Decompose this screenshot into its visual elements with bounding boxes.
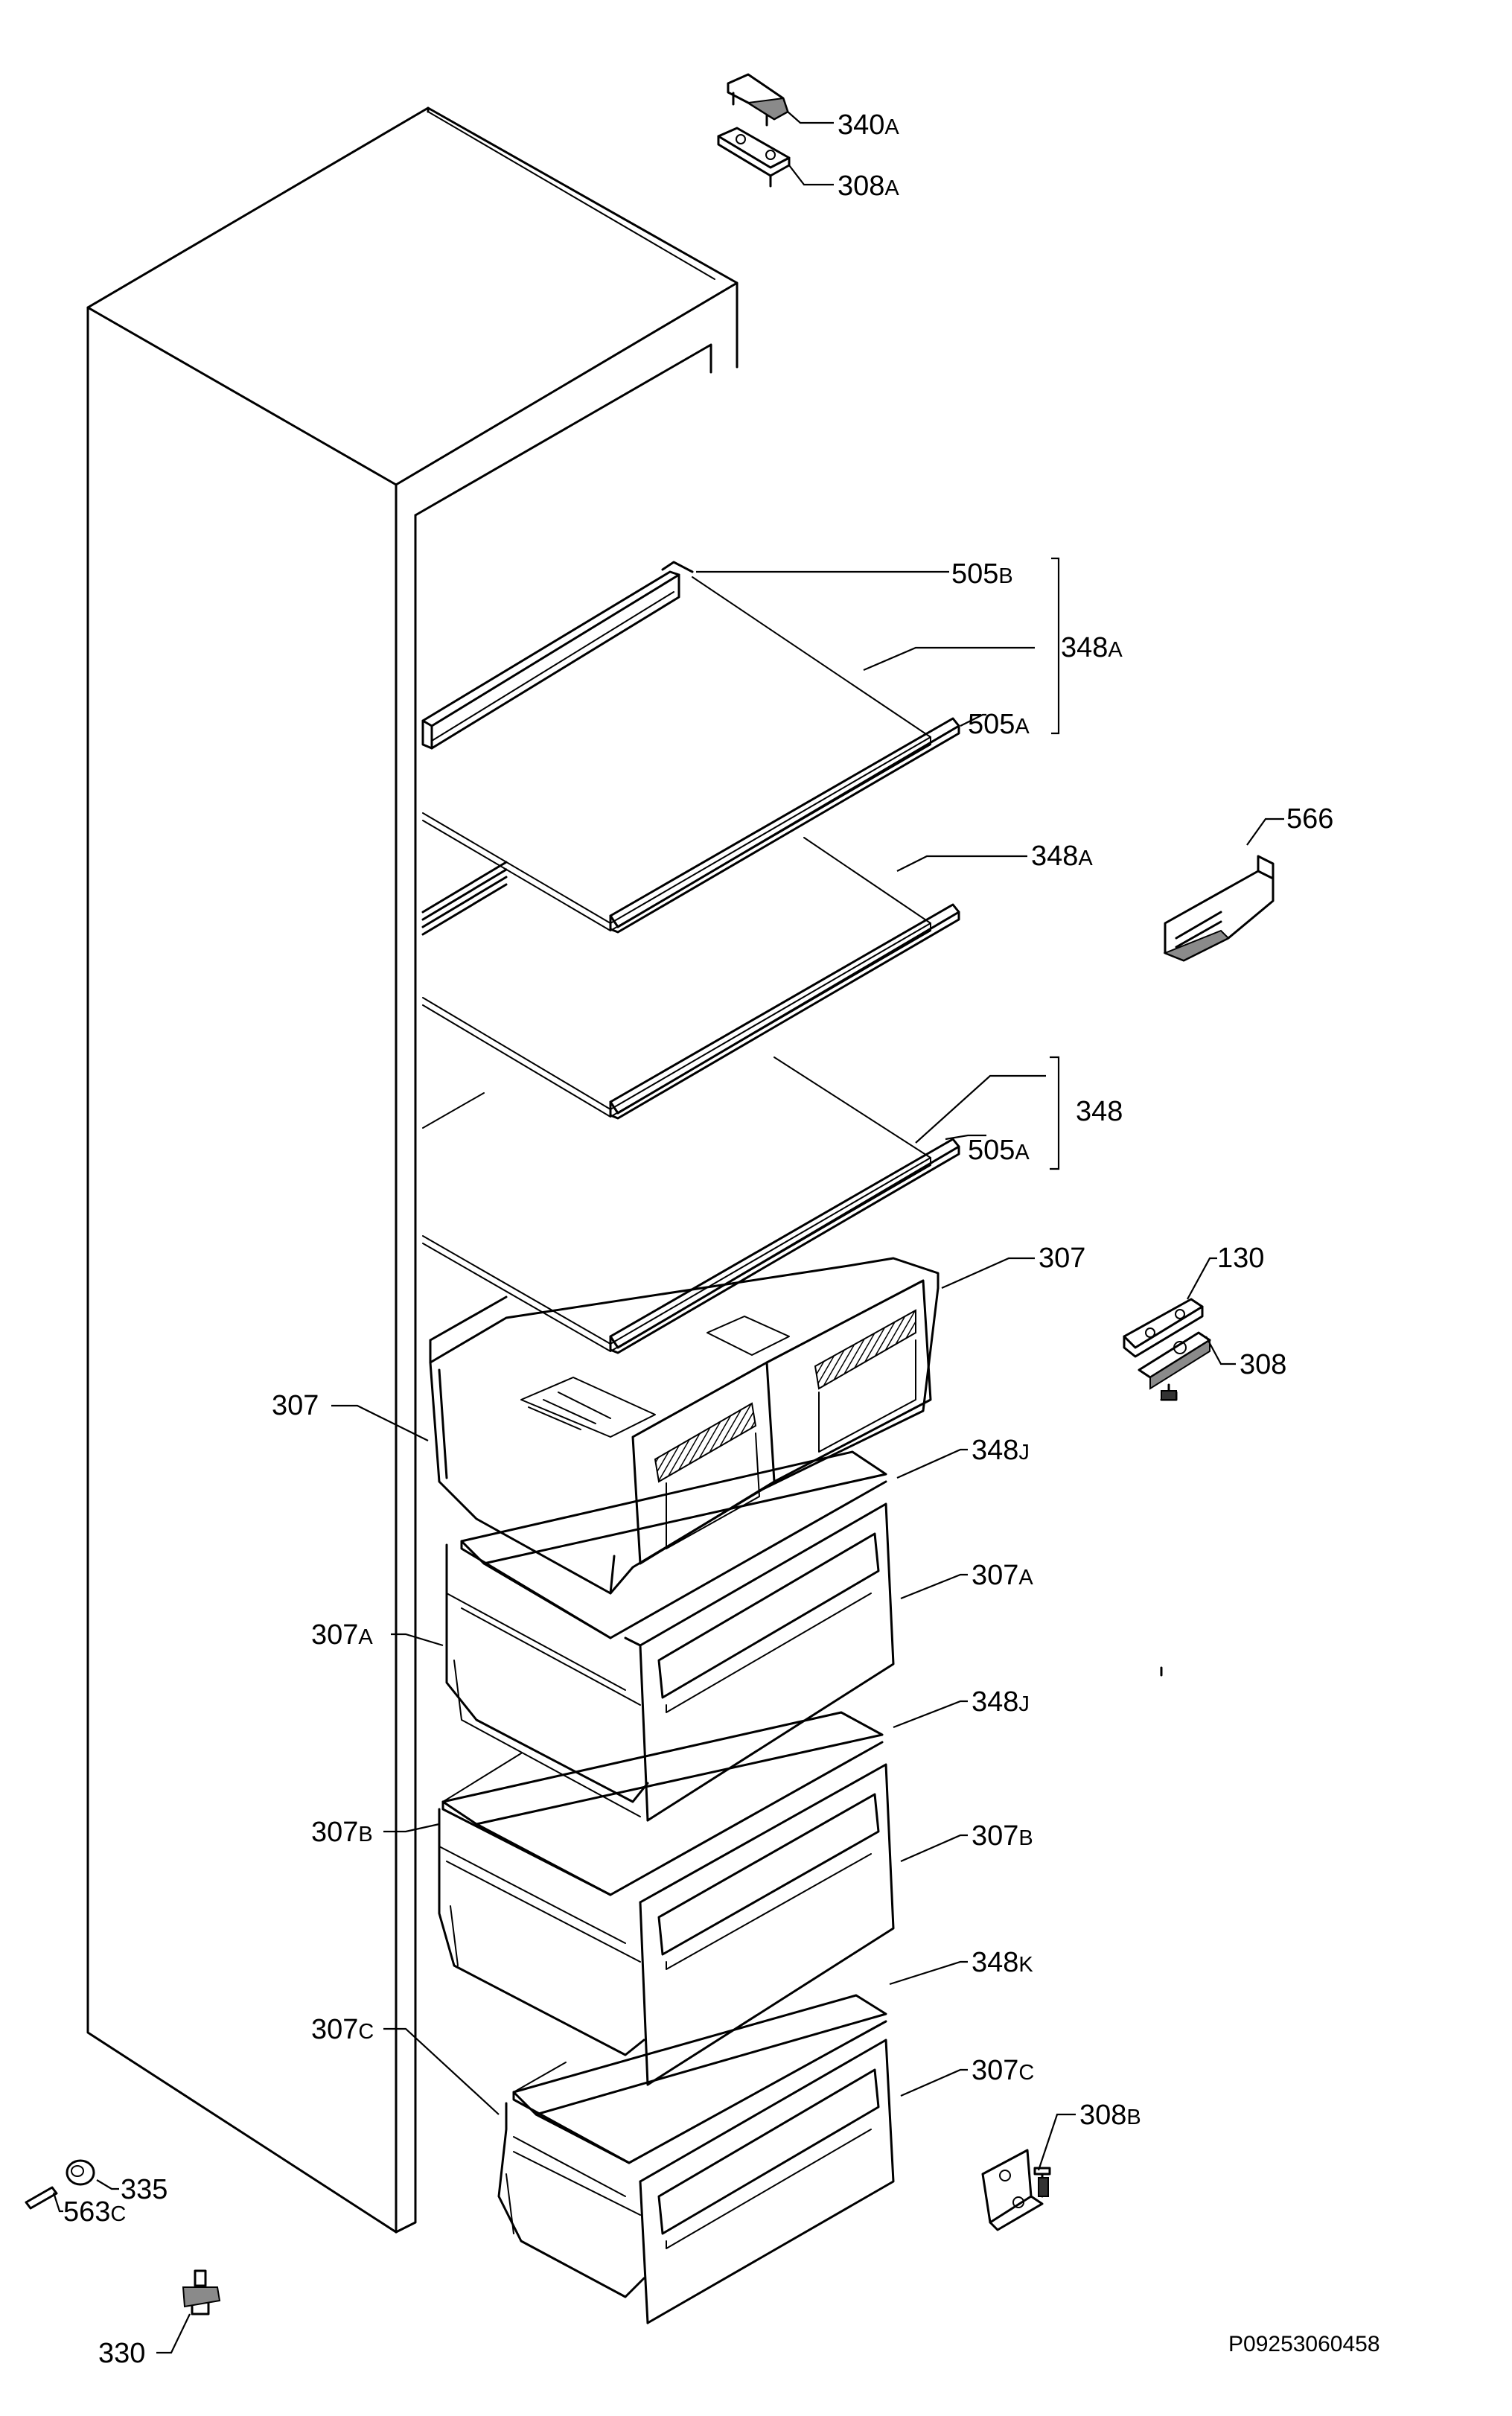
- label-307b-right: 307B: [972, 1820, 1033, 1852]
- label-307a-left: 307A: [311, 1619, 373, 1651]
- label-348a-top: 348A: [1061, 632, 1123, 663]
- bracket-566: [1160, 855, 1275, 1677]
- hinge-308a: [717, 127, 791, 188]
- label-307c-left: 307C: [311, 2014, 374, 2045]
- cabinet: [86, 106, 739, 2234]
- label-348j-middle: 348J: [972, 1686, 1030, 1718]
- label-563c: 563C: [63, 2196, 126, 2228]
- label-335: 335: [121, 2174, 168, 2205]
- label-348a-middle: 348A: [1031, 841, 1093, 872]
- label-307a-right: 307A: [972, 1560, 1033, 1591]
- label-505b: 505B: [951, 558, 1013, 590]
- label-348k: 348K: [972, 1947, 1033, 1978]
- hinge-308: [1138, 1331, 1211, 1401]
- label-308a: 308A: [838, 170, 899, 202]
- crisper-drawer-307: [429, 1257, 940, 1595]
- drawing-code: P09253060458: [1228, 2332, 1380, 2356]
- label-566: 566: [1286, 803, 1333, 835]
- part-labels: 340A 308A 505B 348A 505A 566 348A 348 50…: [63, 109, 1380, 2369]
- glass-348j-middle: [441, 1711, 884, 1896]
- label-130: 130: [1217, 1243, 1264, 1274]
- shelf-348a-top: [421, 561, 960, 934]
- label-340a: 340A: [838, 109, 899, 141]
- spacer-335: [66, 2159, 95, 2186]
- label-307c-right: 307C: [972, 2055, 1034, 2086]
- hinge-cover-340a: [727, 73, 789, 127]
- hinge-308b: [981, 2149, 1051, 2231]
- label-308: 308: [1240, 1349, 1286, 1380]
- label-330: 330: [98, 2338, 145, 2369]
- label-505a-top: 505A: [968, 709, 1030, 740]
- label-307b-left: 307B: [311, 1817, 373, 1848]
- label-307-left: 307: [272, 1390, 319, 1421]
- label-348j-top: 348J: [972, 1435, 1030, 1466]
- leader-lines: [52, 111, 1284, 2354]
- label-505a-lower: 505A: [968, 1135, 1030, 1166]
- glass-348j-top: [460, 1450, 887, 1639]
- hinge-130: [1123, 1298, 1204, 1358]
- drawer-307c: [497, 2039, 895, 2324]
- pin-563c: [25, 2186, 58, 2210]
- label-307-right: 307: [1039, 1243, 1085, 1274]
- drawer-307a: [445, 1502, 895, 1822]
- label-348: 348: [1076, 1096, 1123, 1127]
- drawer-307b: [438, 1763, 895, 2086]
- shelf-348-lower: [422, 1056, 960, 1354]
- glass-348k: [512, 1994, 887, 2164]
- label-308b: 308B: [1079, 2100, 1141, 2131]
- foot-330: [182, 2269, 221, 2315]
- shelf-348a-middle: [421, 837, 960, 1120]
